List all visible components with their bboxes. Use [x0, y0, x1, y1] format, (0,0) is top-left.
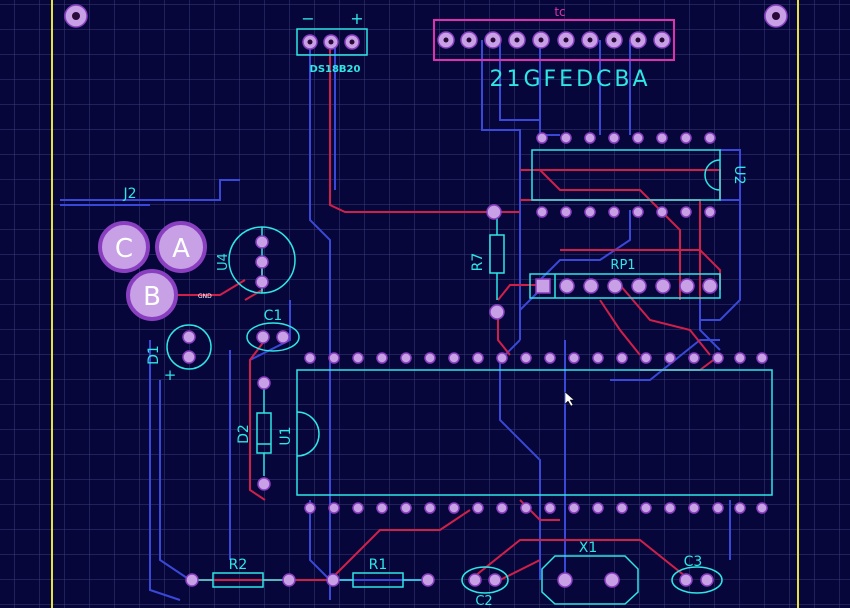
ds18b20-connector[interactable]: − + DS18B20 — [296, 9, 368, 75]
mouse-cursor-icon — [564, 391, 575, 407]
d1-led[interactable]: D1 + — [146, 324, 212, 384]
terminal-a-label: A — [172, 234, 190, 264]
terminal-c-label: C — [115, 234, 133, 264]
d1-plus-label: + — [164, 366, 177, 384]
r2-resistor[interactable]: R2 — [185, 557, 296, 588]
r7-label: R7 — [470, 253, 486, 272]
u2-pins — [536, 132, 716, 218]
u4-regulator[interactable]: U4 — [216, 226, 296, 294]
d2-diode[interactable]: D2 — [236, 376, 272, 491]
c2-label: C2 — [475, 594, 492, 608]
u4-label: U4 — [216, 253, 231, 271]
bottom-copper-traces — [60, 40, 741, 601]
terminal-b-label: B — [143, 282, 161, 312]
rp1-label: RP1 — [610, 258, 635, 273]
c3-label: C3 — [684, 554, 703, 570]
u1-top-pins — [304, 352, 768, 364]
u1-label: U1 — [278, 426, 294, 445]
ds18b20-plus-label: + — [350, 9, 363, 28]
u2-label: U2 — [731, 165, 747, 184]
terminal-c[interactable]: C — [98, 221, 150, 273]
c1-capacitor[interactable]: C1 — [246, 308, 300, 352]
header-pins — [437, 31, 671, 49]
u1-microcontroller[interactable]: U1 — [278, 352, 773, 514]
terminal-a[interactable]: A — [155, 221, 207, 273]
x1-label: X1 — [579, 540, 598, 556]
j2-terminal-block[interactable]: J2 C A B GND — [98, 186, 212, 321]
rp1-resistor-pack[interactable]: RP1 — [529, 258, 721, 299]
c1-label: C1 — [264, 308, 283, 324]
j2-label: J2 — [122, 186, 136, 202]
c3-capacitor[interactable]: C3 — [671, 554, 723, 594]
c2-capacitor[interactable]: C2 — [461, 566, 509, 608]
r1-resistor[interactable]: R1 — [326, 557, 435, 588]
u2-chip[interactable]: U2 — [531, 132, 747, 218]
mounting-holes — [64, 4, 788, 28]
u1-bottom-pins — [304, 502, 768, 514]
ds18b20-minus-label: − — [301, 9, 314, 28]
d1-label: D1 — [146, 345, 162, 365]
r1-label: R1 — [369, 557, 388, 573]
r7-resistor[interactable]: R7 — [470, 204, 505, 320]
d2-label: D2 — [236, 424, 252, 444]
segment-labels: 21GFEDCBA — [489, 67, 650, 92]
segment-header[interactable]: tc 21GFEDCBA — [433, 5, 675, 92]
header-code-label: tc — [554, 5, 565, 19]
r2-label: R2 — [229, 557, 248, 573]
x1-crystal[interactable]: X1 — [541, 540, 639, 605]
terminal-b[interactable]: B — [126, 269, 178, 321]
ds18b20-label: DS18B20 — [310, 64, 361, 75]
gnd-net-label: GND — [198, 293, 212, 300]
rp1-pins — [535, 278, 718, 294]
